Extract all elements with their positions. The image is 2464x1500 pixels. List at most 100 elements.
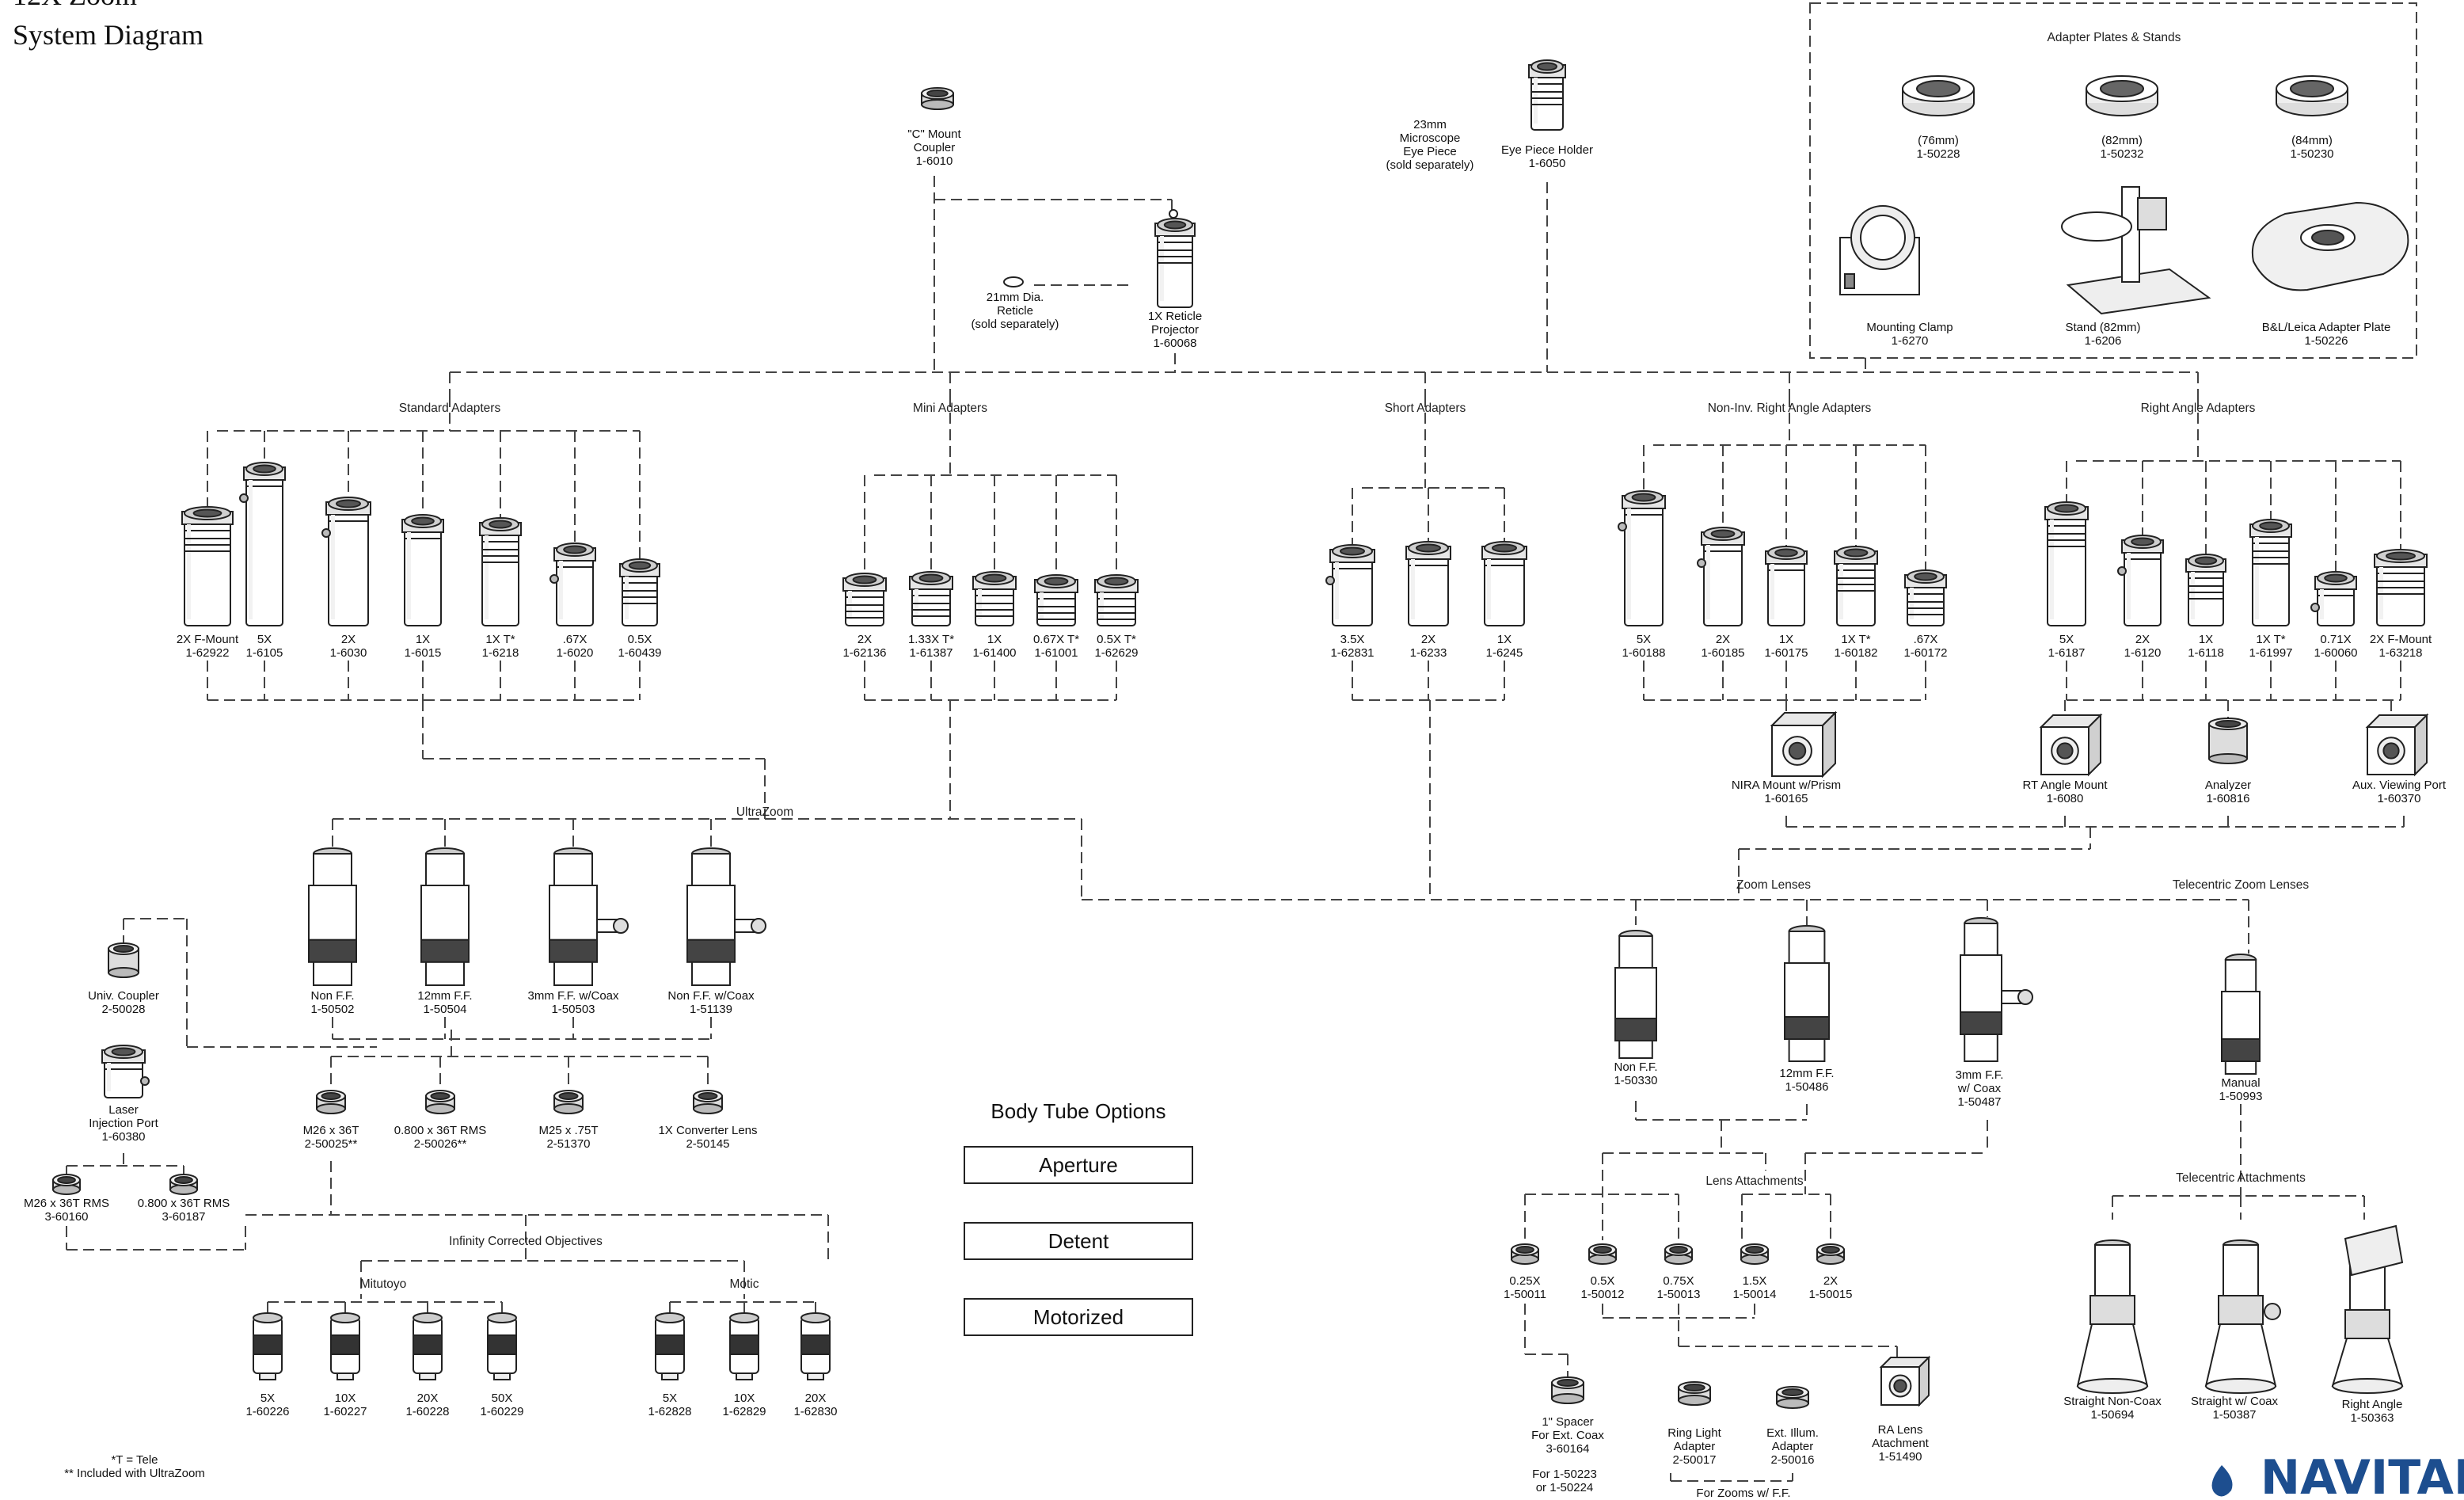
short-adapter-1-icon <box>1405 541 1451 626</box>
laser-injection-port-icon <box>101 1045 150 1098</box>
telecentric-straight-noncoax-icon <box>2076 1239 2149 1394</box>
title-line1: 12X Zoom <box>13 0 137 11</box>
mini-adapter-3-label: 0.67X T*1-61001 <box>1033 633 1079 660</box>
motic-1-icon <box>729 1312 759 1380</box>
ext-illum-adapter-icon <box>1776 1386 1809 1409</box>
group-mitutoyo: Mitutoyo <box>360 1277 407 1291</box>
mini-adapter-4-label: 0.5X T*1-62629 <box>1094 633 1138 660</box>
motic-2-icon <box>800 1312 831 1380</box>
ring-light-adapter-icon <box>1678 1381 1711 1406</box>
mounting-clamp-icon <box>1839 205 1920 295</box>
reticle-projector-icon <box>1154 218 1196 308</box>
mitutoyo-1-icon <box>330 1312 360 1380</box>
zoom-12mm-label: 12mm F.F.1-50486 <box>1779 1067 1834 1094</box>
group-infinity-objectives: Infinity Corrected Objectives <box>449 1235 603 1248</box>
plate-84-label: (84mm)1-50230 <box>2290 134 2333 161</box>
m26-rms-3-icon <box>52 1174 81 1195</box>
zoom-12mm-icon <box>1784 925 1830 1062</box>
ra-adapter-0-icon <box>2044 501 2089 626</box>
group-short-adapters: Short Adapters <box>1385 402 1466 415</box>
zoom-nonff-icon <box>1614 930 1657 1059</box>
mini-adapter-4-icon <box>1094 574 1139 626</box>
mini-adapter-3-icon <box>1034 574 1078 626</box>
analyzer-icon <box>2208 718 2248 764</box>
lens-attachment-2-icon <box>1664 1243 1693 1265</box>
zoom-3mm-coax-icon <box>1960 917 2033 1062</box>
std-adapter-5-icon <box>549 543 596 626</box>
rms-800-2-icon <box>425 1090 455 1114</box>
bl-leica-plate-icon <box>2251 201 2409 291</box>
title-line2: System Diagram <box>13 19 203 51</box>
ultrazoom-0-label: Non F.F.1-50502 <box>310 989 354 1016</box>
std-adapter-6-icon <box>619 558 660 626</box>
mitutoyo-0-icon <box>253 1312 283 1380</box>
reticle-label: 21mm Dia.Reticle(sold separately) <box>972 291 1059 331</box>
ra-adapter-4-icon <box>2310 571 2357 626</box>
group-mini-adapters: Mini Adapters <box>913 402 987 415</box>
mitutoyo-2-icon <box>413 1312 443 1380</box>
mitutoyo-3-icon <box>487 1312 517 1380</box>
mini-adapter-2-icon <box>972 571 1017 626</box>
noninv-adapter-1-icon <box>1697 527 1745 626</box>
group-lens-attachments: Lens Attachments <box>1705 1174 1803 1188</box>
lens-attachment-1-icon <box>1588 1243 1617 1265</box>
rms-800-3-icon <box>169 1174 198 1195</box>
ultrazoom-3-icon <box>686 847 766 987</box>
noninv-adapter-3-icon <box>1834 546 1878 626</box>
body-tube-heading: Body Tube Options <box>991 1099 1165 1123</box>
body-tube-option-detent <box>964 1222 1193 1260</box>
adapter-plates-frame <box>1809 2 2417 359</box>
footnotes: *T = Tele** Included with UltraZoom <box>64 1453 205 1480</box>
aux-viewing-port-icon <box>2365 713 2429 777</box>
group-right-angle-adapters: Right Angle Adapters <box>2141 402 2256 415</box>
body-tube-option-detent-label: Detent <box>1048 1229 1109 1253</box>
noninv-adapter-4-icon <box>1904 569 1947 626</box>
lens-attachment-3-icon <box>1740 1243 1769 1265</box>
body-tube-option-aperture <box>964 1146 1193 1184</box>
mini-adapter-1-icon <box>909 571 953 626</box>
ultrazoom-0-icon <box>308 847 357 987</box>
body-tube-option-motorized <box>964 1298 1193 1336</box>
std-adapter-0-icon <box>181 506 234 626</box>
mini-adapter-0-icon <box>842 573 887 626</box>
stand-label: Stand (82mm)1-6206 <box>2065 321 2140 348</box>
components <box>52 59 2429 1497</box>
std-adapter-4-icon <box>479 517 522 626</box>
adapter-plate-82mm-icon <box>2086 75 2158 116</box>
plate-82-label: (82mm)1-50232 <box>2100 134 2143 161</box>
std-adapter-3-icon <box>401 514 444 626</box>
mini-adapter-1-label: 1.33X T*1-61387 <box>908 633 954 660</box>
ra-adapter-1-icon <box>2117 535 2164 626</box>
body-tube-option-aperture-label: Aperture <box>1039 1153 1118 1177</box>
ultrazoom-1-label: 12mm F.F.1-50504 <box>417 989 472 1016</box>
ultrazoom-2-icon <box>549 847 629 987</box>
